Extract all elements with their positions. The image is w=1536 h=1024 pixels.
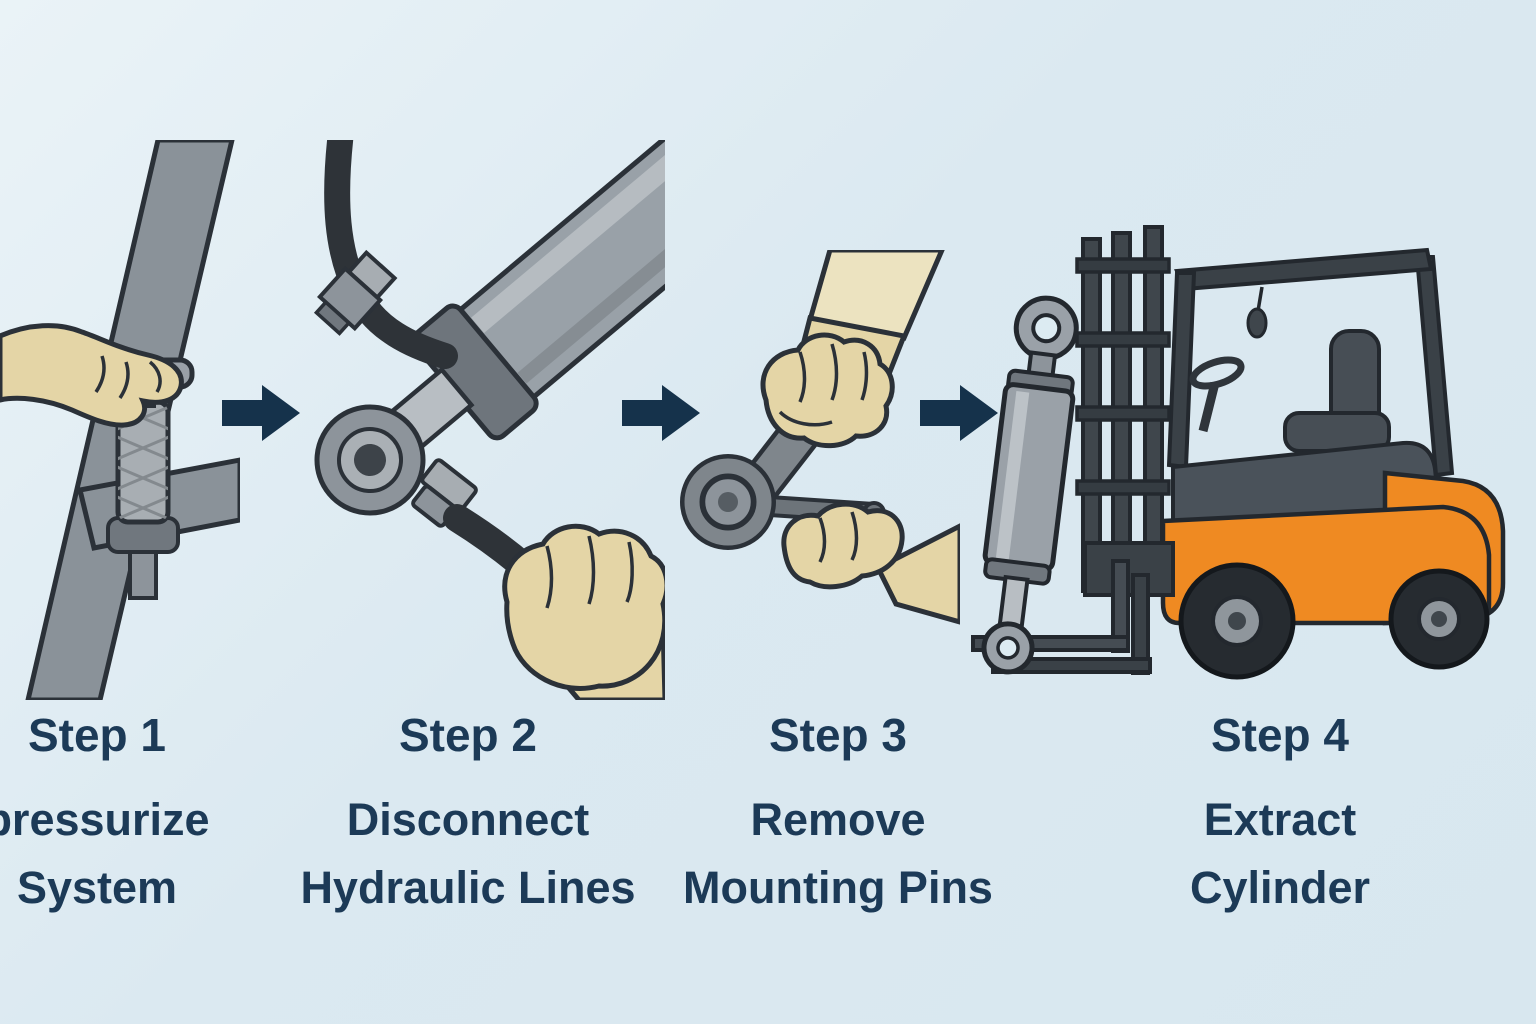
mast bbox=[1075, 225, 1175, 597]
step4-title: Step 4 bbox=[1210, 709, 1350, 761]
step2-title: Step 2 bbox=[398, 709, 538, 761]
hand-on-valve bbox=[0, 323, 184, 428]
step2-desc-line1: Disconnect bbox=[346, 794, 590, 845]
hydraulic-cylinder bbox=[314, 140, 665, 516]
step3-desc-line1: Remove bbox=[750, 794, 926, 845]
step4-desc-line1: Extract bbox=[1203, 794, 1357, 845]
mirror bbox=[1246, 307, 1268, 339]
arrow-right-icon bbox=[222, 385, 300, 441]
step1-title: Step 1 bbox=[27, 709, 167, 761]
step1-label: Step 1 pressurize System bbox=[0, 712, 252, 922]
lower-hand-holding-pin bbox=[781, 501, 905, 590]
step4-illustration-forklift bbox=[971, 225, 1506, 680]
arrow-right-icon bbox=[920, 385, 998, 441]
step3-illustration-remove-pins bbox=[680, 250, 960, 625]
step1-illustration-depressurize-valve bbox=[0, 140, 240, 700]
lower-forearm bbox=[874, 523, 960, 625]
step3-label: Step 3 Remove Mounting Pins bbox=[638, 712, 1038, 922]
upper-hand-gripping-wrench bbox=[760, 332, 895, 449]
hose-fitting-upper bbox=[313, 249, 398, 336]
front-wheel bbox=[1178, 562, 1296, 680]
wrench-head bbox=[680, 454, 776, 550]
step3-desc-line2: Mounting Pins bbox=[683, 862, 993, 913]
step1-desc-line1: pressurize bbox=[0, 794, 210, 845]
step3-title: Step 3 bbox=[768, 709, 908, 761]
forklift bbox=[971, 225, 1506, 680]
mirror-arm bbox=[1256, 286, 1264, 312]
extracted-hydraulic-cylinder bbox=[981, 295, 1079, 675]
rear-wheel bbox=[1388, 568, 1490, 670]
operator-seat bbox=[1283, 329, 1391, 453]
arrow-right-icon bbox=[622, 385, 700, 441]
step4-desc-line2: Cylinder bbox=[1189, 862, 1371, 913]
step2-desc-line2: Hydraulic Lines bbox=[300, 862, 636, 913]
step2-label: Step 2 Disconnect Hydraulic Lines bbox=[268, 712, 668, 922]
steering-wheel bbox=[1189, 356, 1245, 433]
hand-gripping-hose bbox=[502, 523, 665, 691]
step4-label: Step 4 Extract Cylinder bbox=[1080, 712, 1480, 922]
step2-illustration-disconnect-lines bbox=[313, 140, 665, 700]
step1-desc-line2: System bbox=[16, 862, 178, 913]
